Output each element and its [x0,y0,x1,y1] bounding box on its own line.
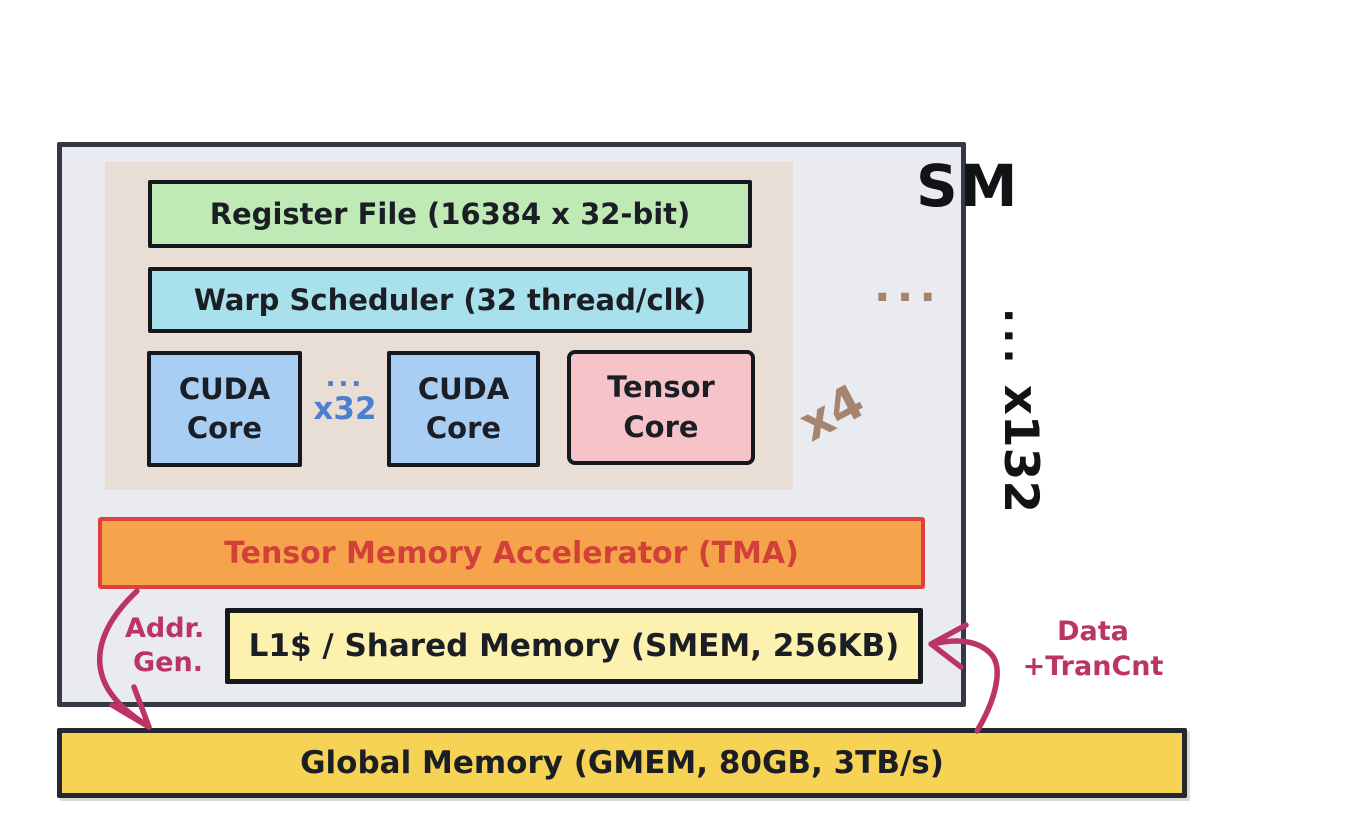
cuda-repeat-annotation: ... x32 [309,363,381,453]
tma-label: Tensor Memory Accelerator (TMA) [224,535,799,571]
cuda-core-label: CUDA Core [178,371,271,445]
sm-box: Register File (16384 x 32-bit) Warp Sche… [57,142,966,707]
smem-label: L1$ / Shared Memory (SMEM, 256KB) [248,628,900,664]
ellipsis-icon: ... [325,363,365,393]
smem-box: L1$ / Shared Memory (SMEM, 256KB) [225,608,923,684]
partition-ellipsis-icon: ... [873,261,943,312]
sm-repeat-annotation: ... x132 [993,308,1048,570]
warp-scheduler-label: Warp Scheduler (32 thread/clk) [193,283,707,317]
addr-gen-label: Addr. Gen. [125,613,205,678]
cuda-repeat-count: x32 [313,391,377,428]
register-file-box: Register File (16384 x 32-bit) [148,180,752,248]
data-trancnt-label: Data +TranCnt [1022,616,1164,683]
tensor-core-label: Tensor Core [607,370,715,444]
gmem-box: Global Memory (GMEM, 80GB, 3TB/s) [57,728,1187,798]
sm-repeat-count: x132 [993,384,1048,514]
tma-box: Tensor Memory Accelerator (TMA) [98,517,925,589]
sm-ellipsis-icon: ... [995,308,1041,369]
warp-scheduler-box: Warp Scheduler (32 thread/clk) [148,267,752,333]
gmem-label: Global Memory (GMEM, 80GB, 3TB/s) [300,745,944,781]
cuda-core-label: CUDA Core [417,371,510,445]
register-file-label: Register File (16384 x 32-bit) [209,197,691,231]
cuda-core-box-2: CUDA Core [387,351,540,467]
cuda-core-box-1: CUDA Core [147,351,302,467]
tensor-core-box: Tensor Core [567,350,755,465]
sm-label: SM [916,152,1020,220]
